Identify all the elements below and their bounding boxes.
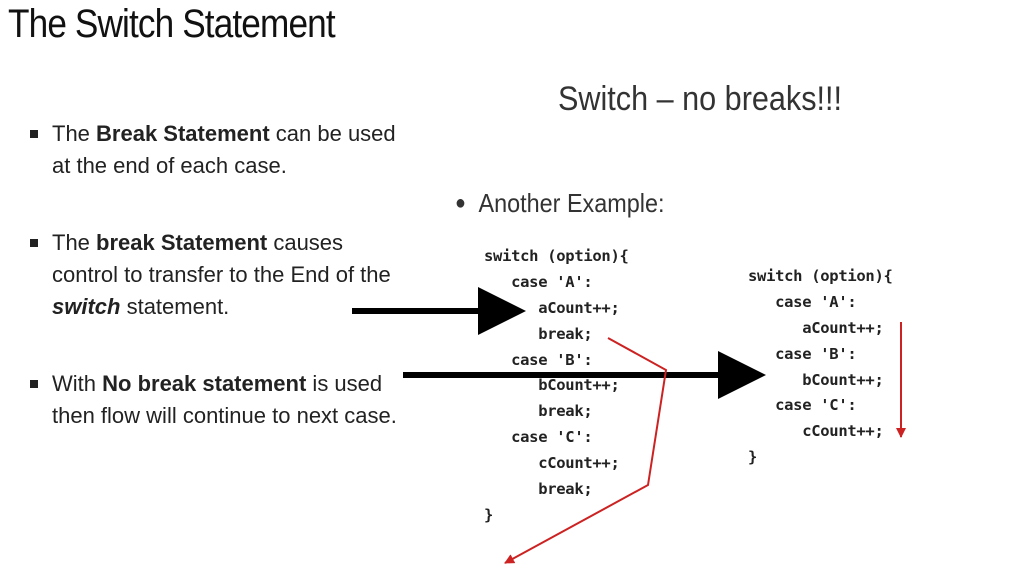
code-line: case 'A': <box>748 292 857 311</box>
code-line: case 'C': <box>484 428 593 447</box>
code-line: case 'B': <box>748 344 857 363</box>
code-line: cCount++; <box>748 422 884 441</box>
bullet-item: The break Statement causes control to tr… <box>30 227 410 323</box>
bullet-item: The Break Statement can be used at the e… <box>30 118 410 182</box>
image-subtitle: ●Another Example: <box>455 188 665 218</box>
bullet-square-icon <box>30 380 38 388</box>
code-line: } <box>748 448 758 467</box>
code-line: break; <box>484 324 593 343</box>
code-line: cCount++; <box>484 454 620 473</box>
code-line: switch (option){ <box>748 267 893 285</box>
code-block-no-breaks: switch (option){ case 'A': aCount++; cas… <box>748 264 893 471</box>
code-line: case 'C': <box>748 396 857 415</box>
code-line: case 'B': <box>484 350 593 369</box>
bullet-dot-icon: ● <box>455 192 466 214</box>
code-line: case 'A': <box>484 272 593 291</box>
code-line: switch (option){ <box>484 247 629 265</box>
bullet-text: With No break statement is used then flo… <box>52 371 397 428</box>
bullet-square-icon <box>30 239 38 247</box>
code-line: break; <box>484 402 593 421</box>
code-line: break; <box>484 480 593 499</box>
bullet-item: With No break statement is used then flo… <box>30 368 410 432</box>
slide-title: The Switch Statement <box>8 2 336 46</box>
code-line: bCount++; <box>748 370 884 389</box>
code-block-with-breaks: switch (option){ case 'A': aCount++; bre… <box>484 244 629 529</box>
bullet-square-icon <box>30 130 38 138</box>
bullet-text: The Break Statement can be used at the e… <box>52 121 396 178</box>
break-flow-arrow <box>504 337 668 564</box>
bullet-text: The break Statement causes control to tr… <box>52 230 391 319</box>
code-line: aCount++; <box>484 298 620 317</box>
code-line: aCount++; <box>748 318 884 337</box>
code-line: } <box>484 505 494 524</box>
code-line: bCount++; <box>484 376 620 395</box>
bullet-list: The Break Statement can be used at the e… <box>30 118 410 477</box>
image-title: Switch – no breaks!!! <box>558 80 843 118</box>
